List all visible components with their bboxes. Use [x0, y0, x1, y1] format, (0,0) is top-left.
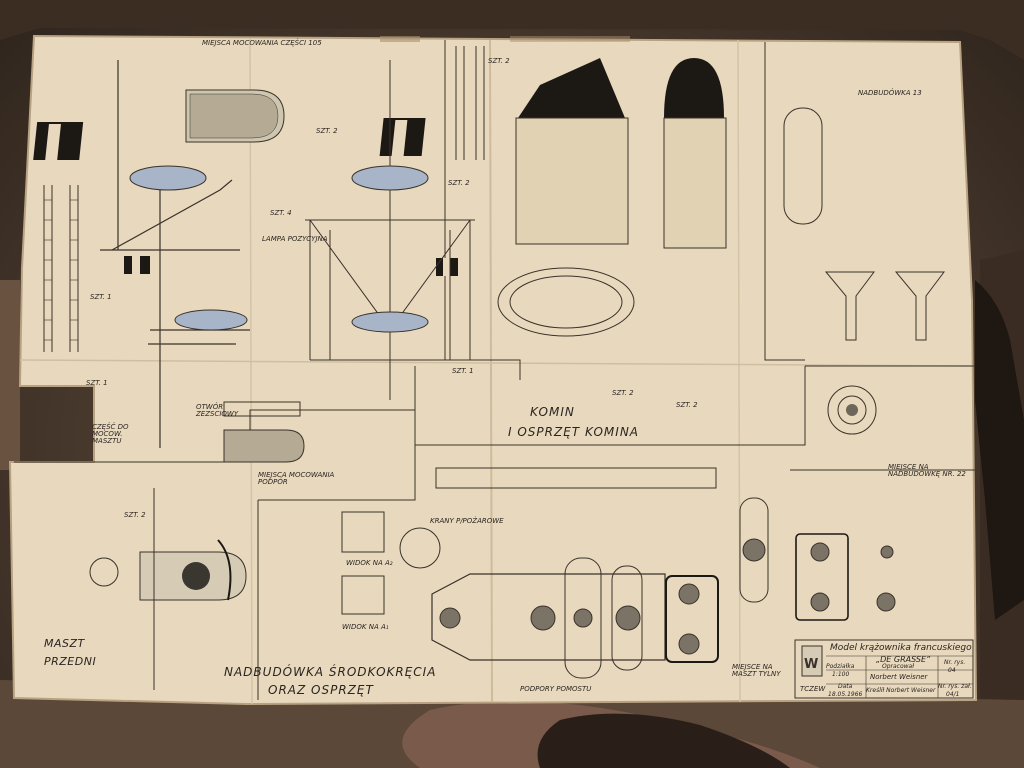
label-szt1b: SZT. 1 — [86, 379, 108, 387]
title-data-label: Data — [838, 683, 853, 690]
label-widok-a: WIDOK NA A₂ — [346, 559, 393, 567]
label-szt1c: SZT. 1 — [452, 367, 474, 375]
label-komin: KOMIN — [530, 405, 575, 419]
label-lampa: LAMPA POZYCYJNA — [262, 235, 328, 243]
title-model-line2: „DE GRASSE” — [876, 655, 931, 664]
label-miejsce-nadbudowke: MIEJSCE NA NADBUDÓWKĘ NR. 22 — [888, 463, 966, 478]
label-miejsce-maszt: MIEJSCE NA MASZT TYLNY — [732, 663, 781, 678]
title-model-line1: Model krążownika francuskiego — [830, 643, 972, 653]
label-maszt-przedni-2: PRZEDNI — [44, 655, 97, 668]
title-opracowal-label: Opracował — [882, 663, 914, 670]
title-nr-rys-zal-value: 04/1 — [946, 691, 960, 698]
label-szt4: SZT. 4 — [270, 209, 292, 217]
label-szt2d: SZT. 2 — [612, 389, 634, 397]
title-opracowal-value: Norbert Weisner — [870, 673, 928, 681]
label-widok-b: WIDOK NA A₁ — [342, 623, 389, 631]
title-nr-rys-label: Nr. rys. — [944, 659, 966, 666]
title-data-value: 18.05.1966 — [828, 691, 863, 698]
label-szt2b: SZT. 2 — [448, 179, 470, 187]
label-nadbudowka-srodkokrecia-2: ORAZ OSPRZĘT — [268, 683, 374, 697]
label-maszt-przedni-1: MASZT — [44, 637, 85, 650]
label-szt2f: SZT. 2 — [124, 511, 146, 519]
label-otwor: OTWÓR ZEZSCIOWY — [196, 403, 239, 418]
svg-text:W: W — [804, 657, 818, 672]
shipyard-logo-icon — [801, 645, 823, 677]
label-nadbudowka-13: NADBUDÓWKA 13 — [858, 89, 922, 97]
label-szt2a: SZT. 2 — [316, 127, 338, 135]
label-osprzet-komina: I OSPRZĘT KOMINA — [508, 425, 640, 439]
title-kreslil: Kreślił Norbert Weisner — [866, 687, 936, 694]
label-krany: KRANY P/POŻAROWE — [430, 517, 504, 525]
label-szt1a: SZT. 1 — [90, 293, 112, 301]
title-nr-rys-value: 04 — [948, 667, 956, 674]
title-nr-rys-zal-label: Nr. rys. zał. — [938, 683, 972, 690]
title-podzialka-label: Podziałka — [826, 663, 855, 670]
label-szt2c: SZT. 2 — [488, 57, 510, 65]
label-czesc: CZĘŚĆ DO MOCOW. MASZTU — [92, 423, 129, 445]
title-tczew: TCZEW — [800, 685, 826, 693]
label-miejsca-podpor: MIEJSCA MOCOWANIA PODPÓR — [258, 471, 335, 486]
title-podzialka-value: 1:100 — [832, 671, 850, 678]
label-szt2e: SZT. 2 — [676, 401, 698, 409]
label-nadbudowka-srodkokrecia-1: NADBUDÓWKA ŚRODKOKRĘCIA — [224, 665, 437, 679]
label-podpory: PODPORY POMOSTU — [520, 685, 592, 693]
label-mocowania: MIEJSCA MOCOWANIA CZĘŚCI 105 — [202, 39, 322, 47]
